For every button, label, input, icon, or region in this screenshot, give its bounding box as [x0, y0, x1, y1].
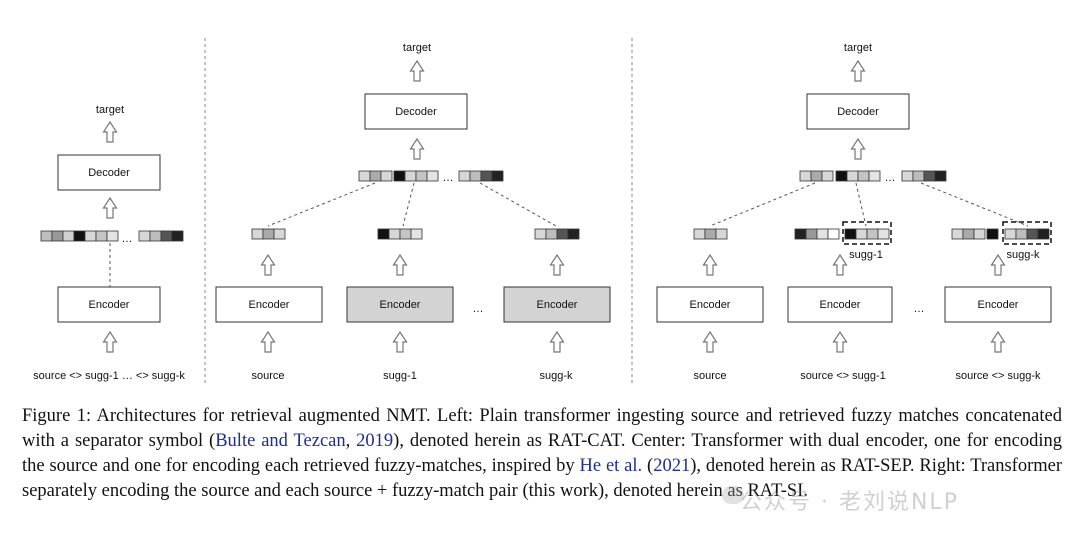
center-vec-2	[377, 228, 423, 240]
right-vec-2: sugg-1	[794, 221, 892, 261]
left-ellipsis: …	[122, 233, 133, 245]
citation-bulte-tezcan-year[interactable]: 2019	[356, 431, 394, 451]
left-decoder-box	[57, 154, 161, 191]
citation-he-et-al[interactable]: He et al.	[579, 456, 643, 476]
right-decoder-arrow	[850, 138, 866, 160]
right-concat-ellipsis: …	[885, 172, 896, 184]
center-target-arrow	[409, 60, 425, 82]
center-link-1	[267, 182, 376, 227]
right-input-3: source <> sugg-k	[956, 370, 1041, 382]
center-concat-ellipsis: …	[443, 172, 454, 184]
center-link-3	[479, 182, 557, 227]
left-target-arrow	[102, 121, 118, 143]
center-decoder-box	[364, 93, 468, 130]
left-encoder-box	[57, 286, 161, 323]
caption-part-2: ), denoted herein as RAT-CAT. Center: Tr…	[22, 431, 1062, 476]
left-token-vector: …	[40, 230, 184, 245]
center-panel: target Decoder …	[215, 42, 611, 382]
right-encoder-ellipsis: …	[914, 303, 925, 315]
right-enc1-arrow	[702, 254, 718, 276]
center-input-3-arrow	[549, 331, 565, 353]
center-enc3-arrow	[549, 254, 565, 276]
right-input-2: source <> sugg-1	[800, 370, 886, 382]
caption-part-1: Architectures for retrieval augmented NM…	[22, 406, 1062, 451]
center-encoder-3	[503, 286, 611, 323]
left-decoder-label: Decoder	[88, 167, 130, 179]
right-enc2-arrow	[832, 254, 848, 276]
center-concat-vector: …	[358, 170, 504, 184]
citation-bulte-tezcan[interactable]: Bulte and Tezcan	[215, 431, 346, 451]
right-enc3-arrow	[990, 254, 1006, 276]
right-encoder-1-label: Encoder	[690, 299, 731, 311]
left-encoder-label: Encoder	[89, 299, 130, 311]
right-link-3	[920, 182, 1029, 227]
left-target-label: target	[96, 104, 124, 116]
right-panel: target Decoder …	[656, 42, 1052, 382]
right-concat-vector: …	[799, 170, 947, 184]
right-input-1: source	[693, 370, 726, 382]
right-vec-3: sugg-k	[951, 221, 1052, 261]
right-suggk-label: sugg-k	[1006, 249, 1040, 261]
center-vec-1	[251, 228, 286, 240]
right-decoder-label: Decoder	[837, 106, 879, 118]
center-enc2-arrow	[392, 254, 408, 276]
center-input-2-arrow	[392, 331, 408, 353]
right-sugg1-label: sugg-1	[849, 249, 883, 261]
caption-fig-label: Figure 1:	[22, 406, 92, 426]
left-panel: target Decoder … Encoder source <> sugg-…	[33, 104, 185, 382]
right-target-label: target	[844, 42, 872, 54]
center-encoder-1-label: Encoder	[249, 299, 290, 311]
center-input-1-arrow	[260, 331, 276, 353]
right-sugg1-highlight	[842, 221, 892, 245]
right-target-arrow	[850, 60, 866, 82]
right-link-2	[855, 182, 867, 227]
left-input-label: source <> sugg-1 … <> sugg-k	[33, 370, 185, 382]
left-input-arrow	[102, 331, 118, 353]
center-input-2: sugg-1	[383, 370, 417, 382]
center-vec-3	[534, 228, 580, 240]
center-decoder-arrow	[409, 138, 425, 160]
center-input-3: sugg-k	[539, 370, 573, 382]
right-input-3-arrow	[990, 331, 1006, 353]
center-encoder-1	[215, 286, 323, 323]
right-encoder-1	[656, 286, 764, 323]
center-encoder-2	[346, 286, 454, 323]
center-link-2	[402, 182, 415, 227]
right-encoder-2-label: Encoder	[820, 299, 861, 311]
right-suggk-highlight	[1002, 221, 1052, 245]
right-input-2-arrow	[832, 331, 848, 353]
center-encoder-ellipsis: …	[473, 303, 484, 315]
center-target-label: target	[403, 42, 431, 54]
watermark-icon	[722, 486, 744, 504]
right-decoder-box	[806, 93, 910, 130]
right-encoder-3	[944, 286, 1052, 323]
caption-part-3: ), denoted herein as RAT-SEP. Right: Tra…	[22, 456, 1063, 501]
right-link-1	[709, 182, 816, 227]
architecture-diagram: target Decoder … Encoder source <> sugg-…	[33, 38, 1052, 385]
center-decoder-label: Decoder	[395, 106, 437, 118]
citation-he-et-al-year[interactable]: 2021	[653, 456, 691, 476]
center-input-1: source	[251, 370, 284, 382]
center-encoder-2-label: Encoder	[380, 299, 421, 311]
center-encoder-3-label: Encoder	[537, 299, 578, 311]
right-input-1-arrow	[702, 331, 718, 353]
figure-caption: Figure 1: Architectures for retrieval au…	[22, 406, 1063, 501]
center-enc1-arrow	[260, 254, 276, 276]
left-decoder-arrow	[102, 197, 118, 219]
right-vec-1	[693, 228, 728, 240]
right-encoder-2	[787, 286, 893, 323]
right-encoder-3-label: Encoder	[978, 299, 1019, 311]
